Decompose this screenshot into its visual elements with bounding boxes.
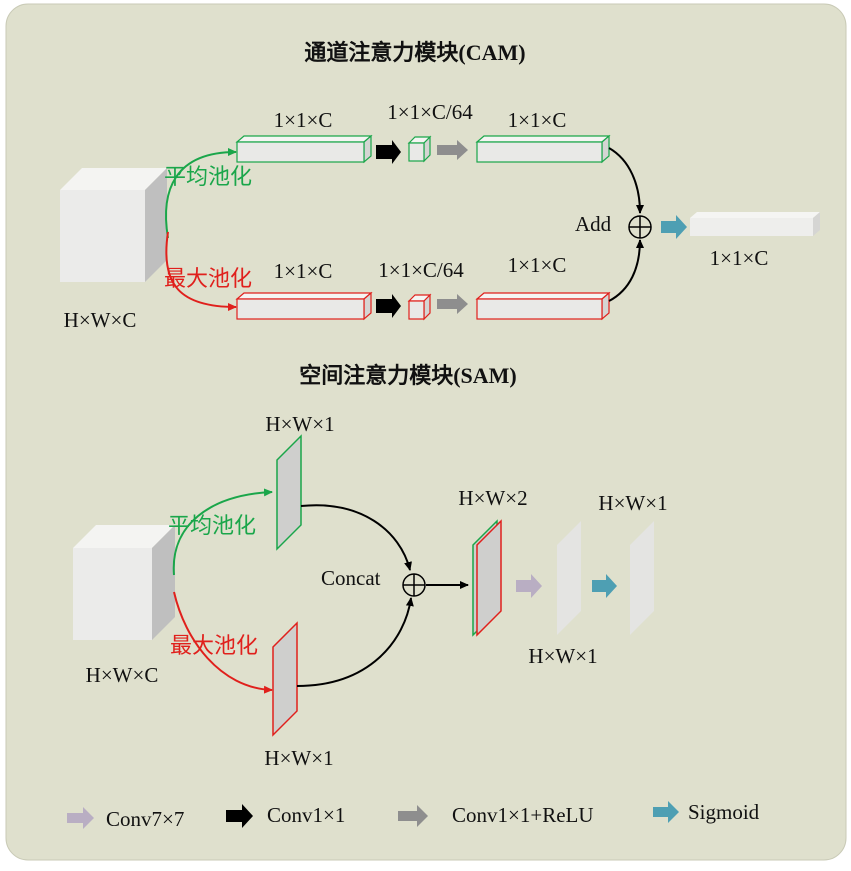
legend-conv1-label: Conv1×1 <box>267 803 345 827</box>
legend-sigmoid-label: Sigmoid <box>688 800 760 824</box>
sam-output-map-label: H×W×1 <box>598 491 667 515</box>
cam-top-mid-label: 1×1×C/64 <box>387 100 473 124</box>
cam-top-vector-2 <box>475 134 611 164</box>
cam-avg-pool-arrow <box>165 148 237 239</box>
cam-input-label: H×W×C <box>64 308 137 332</box>
legend-conv7-label: Conv7×7 <box>106 807 184 831</box>
sam-concat-map <box>472 519 502 637</box>
cam-sigmoid-arrow <box>661 215 687 239</box>
cam-bottom-conv1-arrow <box>376 294 401 318</box>
cam-top-vector-1 <box>235 134 373 164</box>
sam-conv-map-label: H×W×1 <box>528 644 597 668</box>
cam-top-merge-arrow <box>608 147 644 214</box>
cam-input-cube <box>60 168 167 282</box>
sam-avg-map <box>276 434 302 551</box>
sam-max-pool-label: 最大池化 <box>170 633 258 658</box>
cam-avg-pool-label: 平均池化 <box>164 164 252 189</box>
legend-conv1-relu-arrow <box>398 805 428 827</box>
cam-bottom-vector-1-label: 1×1×C <box>274 259 333 283</box>
sam-conv-map <box>557 521 581 635</box>
legend-sigmoid-arrow <box>653 801 679 823</box>
sam-max-pool-arrow <box>173 591 273 694</box>
sam-max-map <box>272 621 298 737</box>
cam-bottom-vector-1 <box>235 291 373 321</box>
cam-title: 通道注意力模块(CAM) <box>304 40 525 65</box>
cam-max-pool-label: 最大池化 <box>164 266 252 291</box>
sam-conv7-arrow <box>516 574 542 598</box>
cam-top-conv1-relu-arrow <box>437 140 468 160</box>
cam-bottom-mid-vector <box>407 293 432 321</box>
cam-bottom-vector-2-label: 1×1×C <box>508 253 567 277</box>
sam-concat-map-label: H×W×2 <box>458 486 527 510</box>
cam-top-vector-1-label: 1×1×C <box>274 108 333 132</box>
sam-title: 空间注意力模块(SAM) <box>299 363 517 388</box>
cam-max-pool-arrow <box>165 231 237 311</box>
sam-avg-pool-arrow <box>172 488 273 576</box>
legend: Conv7×7 Conv1×1 Conv1×1+ReLU Sigmoid <box>67 800 760 831</box>
sam-max-map-label: H×W×1 <box>264 746 333 770</box>
sam-avg-merge-arrow <box>300 504 412 571</box>
sam-sigmoid-arrow <box>592 574 617 598</box>
sam-input-label: H×W×C <box>86 663 159 687</box>
cam-top-conv1-arrow <box>376 140 401 164</box>
sam-concat-symbol <box>402 573 426 597</box>
cam-output-label: 1×1×C <box>710 246 769 270</box>
sam-max-merge-arrow <box>296 597 414 687</box>
cam-bottom-conv1-relu-arrow <box>437 294 468 314</box>
sam-output-map <box>630 521 654 635</box>
sam-avg-pool-label: 平均池化 <box>168 513 256 538</box>
legend-conv1-arrow <box>226 804 253 828</box>
legend-conv7-arrow <box>67 807 94 829</box>
cam-top-mid-vector <box>407 135 432 163</box>
cam-bottom-mid-label: 1×1×C/64 <box>378 258 464 282</box>
cam-add-label: Add <box>575 212 612 236</box>
sam-input-cube <box>73 525 175 640</box>
diagram-background <box>5 3 847 861</box>
cam-bottom-merge-arrow <box>608 239 644 302</box>
cam-top-vector-2-label: 1×1×C <box>508 108 567 132</box>
cam-bottom-vector-2 <box>475 291 611 321</box>
sam-avg-map-label: H×W×1 <box>265 412 334 436</box>
sam-concat-label: Concat <box>321 566 381 590</box>
legend-conv1-relu-label: Conv1×1+ReLU <box>452 803 594 827</box>
cam-output-vector <box>690 212 820 236</box>
cam-add-symbol <box>628 215 652 239</box>
